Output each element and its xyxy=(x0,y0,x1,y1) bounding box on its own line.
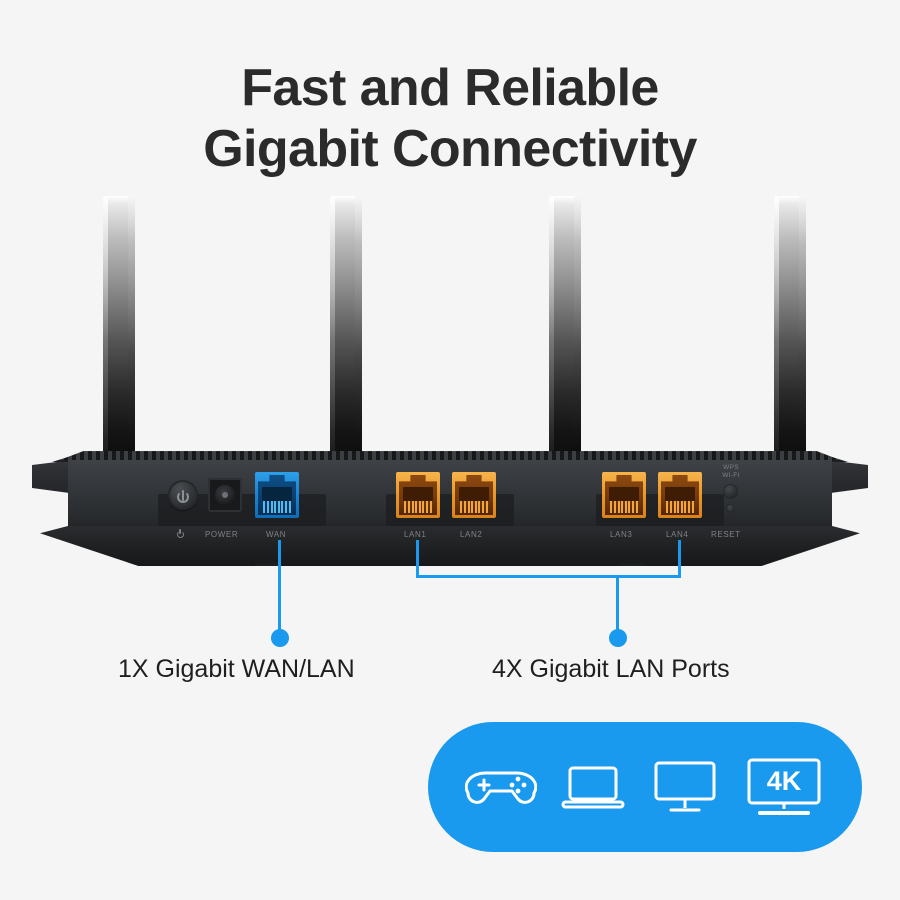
label-wps-line2: WI-FI xyxy=(722,472,740,479)
label-reset: RESET xyxy=(711,530,741,539)
label-lan3: LAN3 xyxy=(610,530,633,539)
port-lan1[interactable] xyxy=(396,472,440,518)
label-wan: WAN xyxy=(266,530,287,539)
tv-4k-icon: 4K xyxy=(747,758,821,815)
power-symbol-icon xyxy=(176,529,185,538)
router-chassis xyxy=(0,430,900,566)
caption-wan: 1X Gigabit WAN/LAN xyxy=(118,655,355,683)
power-jack-barrel xyxy=(215,485,235,505)
chassis-foot-left xyxy=(255,563,281,566)
port-cavity xyxy=(262,487,292,501)
headline-line-2: Gigabit Connectivity xyxy=(203,120,697,178)
callout-bracket-lan xyxy=(416,575,681,578)
callout-line-lan4 xyxy=(678,540,681,578)
label-lan1: LAN1 xyxy=(404,530,427,539)
laptop-icon xyxy=(561,766,625,809)
label-power: POWER xyxy=(205,530,239,539)
rj45-icon xyxy=(455,475,493,515)
port-cavity xyxy=(403,487,433,501)
chassis-foot-right xyxy=(619,563,645,566)
headline-line-1: Fast and Reliable xyxy=(241,59,659,117)
reset-button[interactable] xyxy=(726,504,735,513)
port-pins xyxy=(666,501,694,514)
callout-line-lan1 xyxy=(416,540,419,578)
rj45-icon xyxy=(605,475,643,515)
caption-lan: 4X Gigabit LAN Ports xyxy=(492,655,730,683)
chassis-base xyxy=(40,526,860,566)
port-wan[interactable] xyxy=(255,472,299,518)
page-title: Fast and Reliable Gigabit Connectivity xyxy=(0,58,900,180)
port-lan3[interactable] xyxy=(602,472,646,518)
power-jack[interactable] xyxy=(208,478,242,512)
callout-dot-lan xyxy=(609,629,627,647)
monitor-icon xyxy=(654,761,716,812)
compatibility-badge: 4K xyxy=(428,722,862,852)
callout-line-wan xyxy=(278,540,281,635)
port-cavity xyxy=(665,487,695,501)
label-lan2: LAN2 xyxy=(460,530,483,539)
antenna-2 xyxy=(330,196,362,458)
rj45-icon xyxy=(258,475,296,515)
antenna-1 xyxy=(103,196,135,458)
antenna-4 xyxy=(774,196,806,458)
chassis-vent-teeth xyxy=(60,451,840,460)
callout-dot-wan xyxy=(271,629,289,647)
power-jack-pin xyxy=(222,492,228,498)
port-cavity xyxy=(609,487,639,501)
gamepad-icon xyxy=(465,771,537,804)
port-pins xyxy=(263,501,291,514)
power-button[interactable] xyxy=(168,480,198,510)
port-cavity xyxy=(459,487,489,501)
label-lan4: LAN4 xyxy=(666,530,689,539)
callout-line-lan-drop xyxy=(616,575,619,635)
tv-4k-label: 4K xyxy=(767,766,802,796)
power-icon xyxy=(177,489,189,503)
port-lan2[interactable] xyxy=(452,472,496,518)
antenna-3 xyxy=(549,196,581,458)
rj45-icon xyxy=(399,475,437,515)
port-pins xyxy=(610,501,638,514)
port-pins xyxy=(460,501,488,514)
wps-wifi-button[interactable] xyxy=(723,484,738,499)
port-lan4[interactable] xyxy=(658,472,702,518)
port-pins xyxy=(404,501,432,514)
rj45-icon xyxy=(661,475,699,515)
label-wps-line1: WPS xyxy=(723,464,739,471)
